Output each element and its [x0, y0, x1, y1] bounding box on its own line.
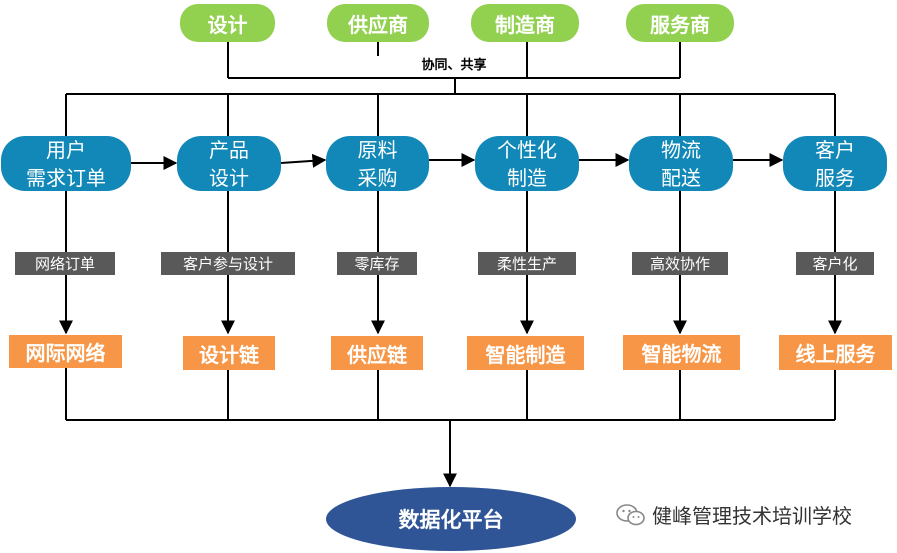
- partner-design: 设计: [180, 4, 275, 42]
- step-line2: 制造: [507, 165, 547, 190]
- step-custom-manufacturing: 个性化制造: [475, 136, 579, 191]
- outcome-smart-logistics: 智能物流: [623, 335, 740, 370]
- data-platform-ellipse: 数据化平台: [326, 487, 576, 551]
- outcome-supply-chain: 供应链: [331, 336, 423, 370]
- partner-service-provider: 服务商: [626, 4, 734, 42]
- step-material-purchase: 原料采购: [326, 136, 429, 191]
- step-customer-service: 客户服务: [783, 136, 887, 191]
- outcome-smart-manufacturing: 智能制造: [467, 336, 584, 370]
- wechat-icon: [616, 503, 645, 525]
- step-line1: 个性化: [497, 137, 557, 162]
- feature-online-order: 网络订单: [15, 252, 115, 275]
- feature-customization: 客户化: [796, 252, 874, 275]
- outcome-design-chain: 设计链: [183, 336, 275, 370]
- feature-zero-inventory: 零库存: [337, 252, 417, 275]
- step-logistics: 物流配送: [629, 136, 733, 191]
- step-line1: 产品: [209, 137, 249, 162]
- outcome-internet: 网际网络: [9, 335, 122, 368]
- step-line1: 原料: [357, 137, 398, 162]
- partner-supplier: 供应商: [327, 4, 429, 42]
- feature-customer-design: 客户参与设计: [161, 252, 295, 275]
- watermark-text: 健峰管理技术培训学校: [652, 504, 852, 528]
- step-line2: 需求订单: [26, 165, 106, 190]
- step-line1: 客户: [815, 137, 855, 162]
- step-line1: 物流: [661, 137, 701, 162]
- step-line1: 用户: [46, 137, 86, 162]
- watermark: 健峰管理技术培训学校: [616, 500, 852, 529]
- step-user-order: 用户需求订单: [1, 136, 131, 191]
- feature-flexible-production: 柔性生产: [478, 252, 576, 275]
- step-product-design: 产品设计: [177, 136, 281, 191]
- outcome-online-service: 线上服务: [779, 335, 892, 370]
- feature-efficient-collab: 高效协作: [632, 252, 728, 275]
- step-line2: 采购: [357, 165, 398, 190]
- step-line2: 服务: [815, 165, 855, 190]
- collab-label: 协同、共享: [406, 57, 502, 75]
- step-line2: 设计: [209, 165, 249, 190]
- step-line2: 配送: [661, 165, 701, 190]
- partner-manufacturer: 制造商: [471, 4, 579, 42]
